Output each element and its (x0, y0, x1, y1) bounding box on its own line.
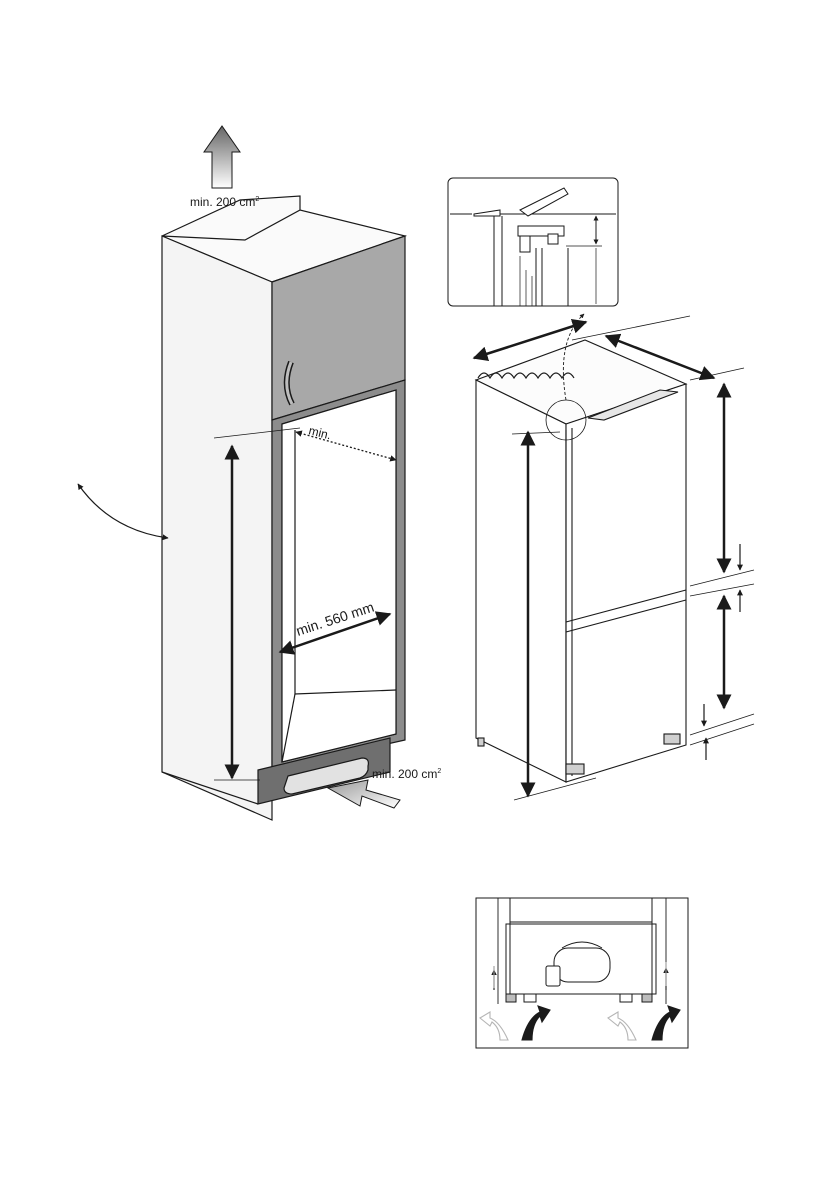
vent-bottom-label: min. 200 cm2 (372, 767, 441, 781)
vent-top-label: min. 200 cm2 (190, 195, 259, 209)
compressor (554, 948, 610, 982)
up-arrow-icon (204, 126, 240, 188)
appliance-drawing (476, 314, 686, 782)
detail-inset (448, 178, 618, 306)
cabinet-drawing (162, 196, 405, 820)
leveling-detail (476, 898, 688, 1048)
curved-arrow-icon (78, 484, 168, 538)
